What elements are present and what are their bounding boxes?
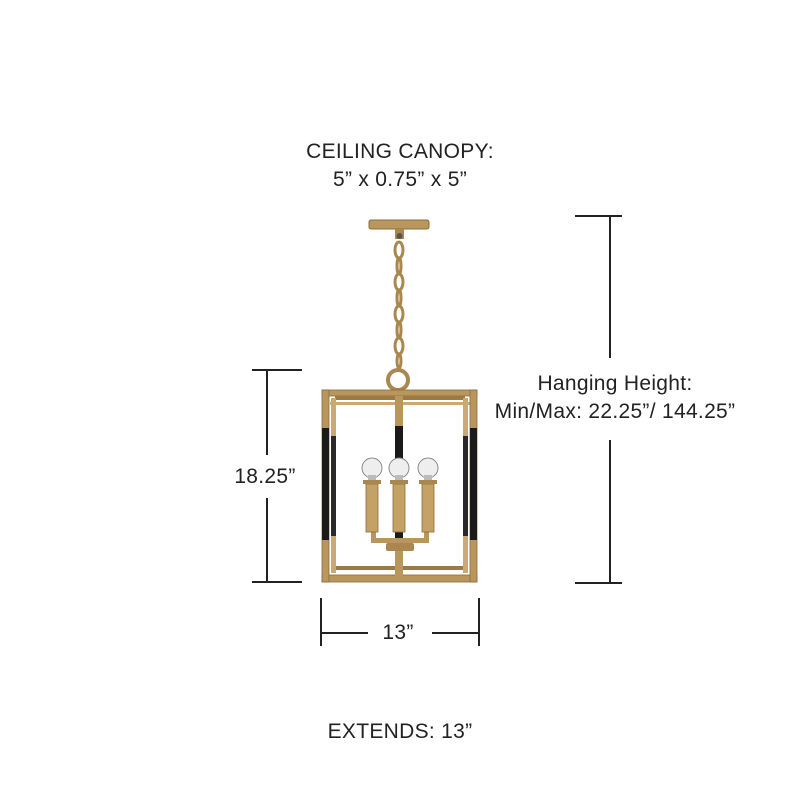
fixture-height-value: 18.25” xyxy=(234,465,296,488)
hanging-height-label: Hanging Height: Min/Max: 22.25”/ 144.25” xyxy=(470,370,760,426)
extends-label: EXTENDS: 13” xyxy=(327,720,473,743)
hanging-height-range: Min/Max: 22.25”/ 144.25” xyxy=(494,400,736,423)
hanging-height-title: Hanging Height: xyxy=(537,372,693,395)
hanging-height-dimension xyxy=(575,215,622,584)
ceiling-canopy-label: CEILING CANOPY: 5” x 0.75” x 5” xyxy=(0,138,800,194)
ceiling-canopy-size: 5” x 0.75” x 5” xyxy=(332,168,468,191)
ceiling-canopy-title: CEILING CANOPY: xyxy=(306,140,494,163)
ceiling-canopy xyxy=(368,219,430,239)
chain xyxy=(393,240,405,370)
fixture-height-dimension xyxy=(252,369,302,583)
fixture-width-dimension xyxy=(320,598,480,646)
candle-cluster xyxy=(363,480,437,551)
bulbs xyxy=(361,457,439,480)
fixture-width-value: 13” xyxy=(382,621,414,644)
